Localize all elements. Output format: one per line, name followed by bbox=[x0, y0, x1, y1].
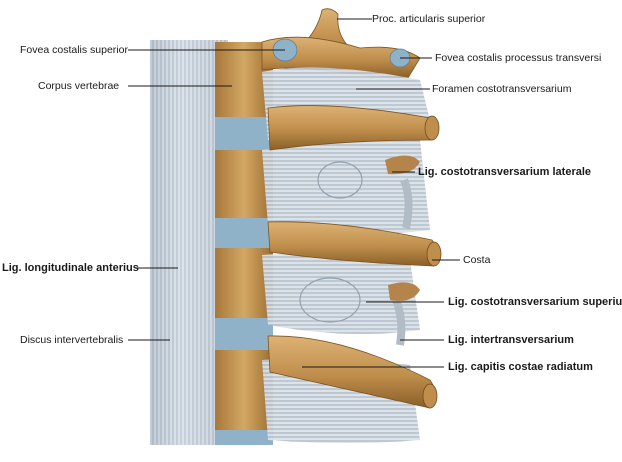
intervertebral-discs bbox=[215, 117, 273, 445]
label-proc-articularis-superior: Proc. articularis superior bbox=[372, 13, 486, 25]
label-lig-capitis-costae-radiatum: Lig. capitis costae radiatum bbox=[448, 361, 593, 373]
label-lig-intertransversarium: Lig. intertransversarium bbox=[448, 334, 574, 346]
ribs bbox=[267, 105, 442, 409]
label-fovea-costalis-processus-transversi: Fovea costalis processus transversi bbox=[435, 52, 602, 64]
label-fovea-costalis-superior: Fovea costalis superior bbox=[20, 44, 128, 56]
label-costa: Costa bbox=[463, 254, 491, 266]
label-corpus-vertebrae: Corpus vertebrae bbox=[38, 80, 120, 92]
label-foramen-costotransversarium: Foramen costotransversarium bbox=[432, 83, 572, 95]
label-lig-longitudinale-anterius: Lig. longitudinale anterius bbox=[2, 262, 139, 274]
leader-lines bbox=[128, 18, 460, 368]
label-lig-costotransversarium-superius: Lig. costotransversarium superius bbox=[448, 296, 622, 308]
label-lig-costotransversarium-laterale: Lig. costotransversarium laterale bbox=[418, 166, 592, 178]
label-discus-intervertebralis: Discus intervertebralis bbox=[20, 334, 124, 346]
